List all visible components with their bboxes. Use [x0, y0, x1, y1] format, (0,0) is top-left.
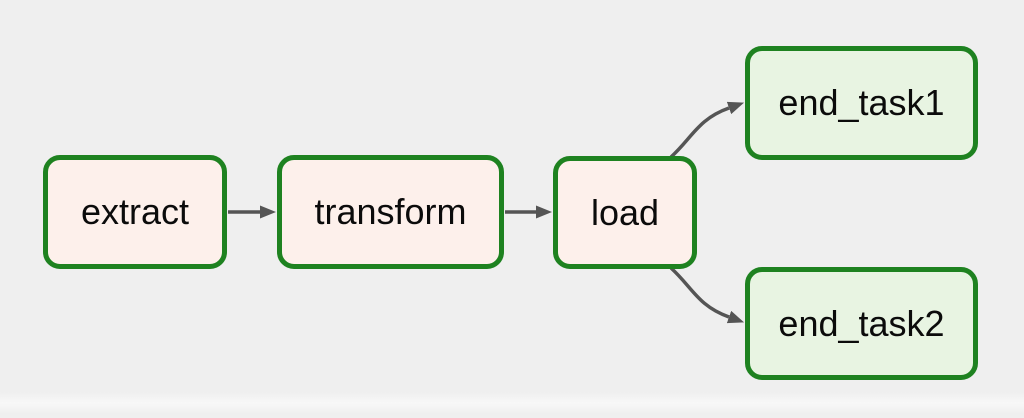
node-label: transform	[314, 191, 467, 232]
node-label: end_task1	[778, 82, 945, 123]
edge-load-end-task2	[669, 266, 745, 324]
node-end-task1[interactable]: end_task1	[745, 46, 978, 160]
node-label: end_task2	[778, 302, 945, 344]
node-end-task2[interactable]: end_task2	[745, 267, 978, 380]
node-load[interactable]: load	[553, 156, 697, 269]
edge-load-end-task1	[669, 101, 745, 159]
node-label: load	[590, 191, 660, 233]
node-label: extract	[80, 191, 190, 232]
node-transform[interactable]: transform	[277, 155, 504, 269]
node-extract[interactable]: extract	[43, 155, 227, 269]
